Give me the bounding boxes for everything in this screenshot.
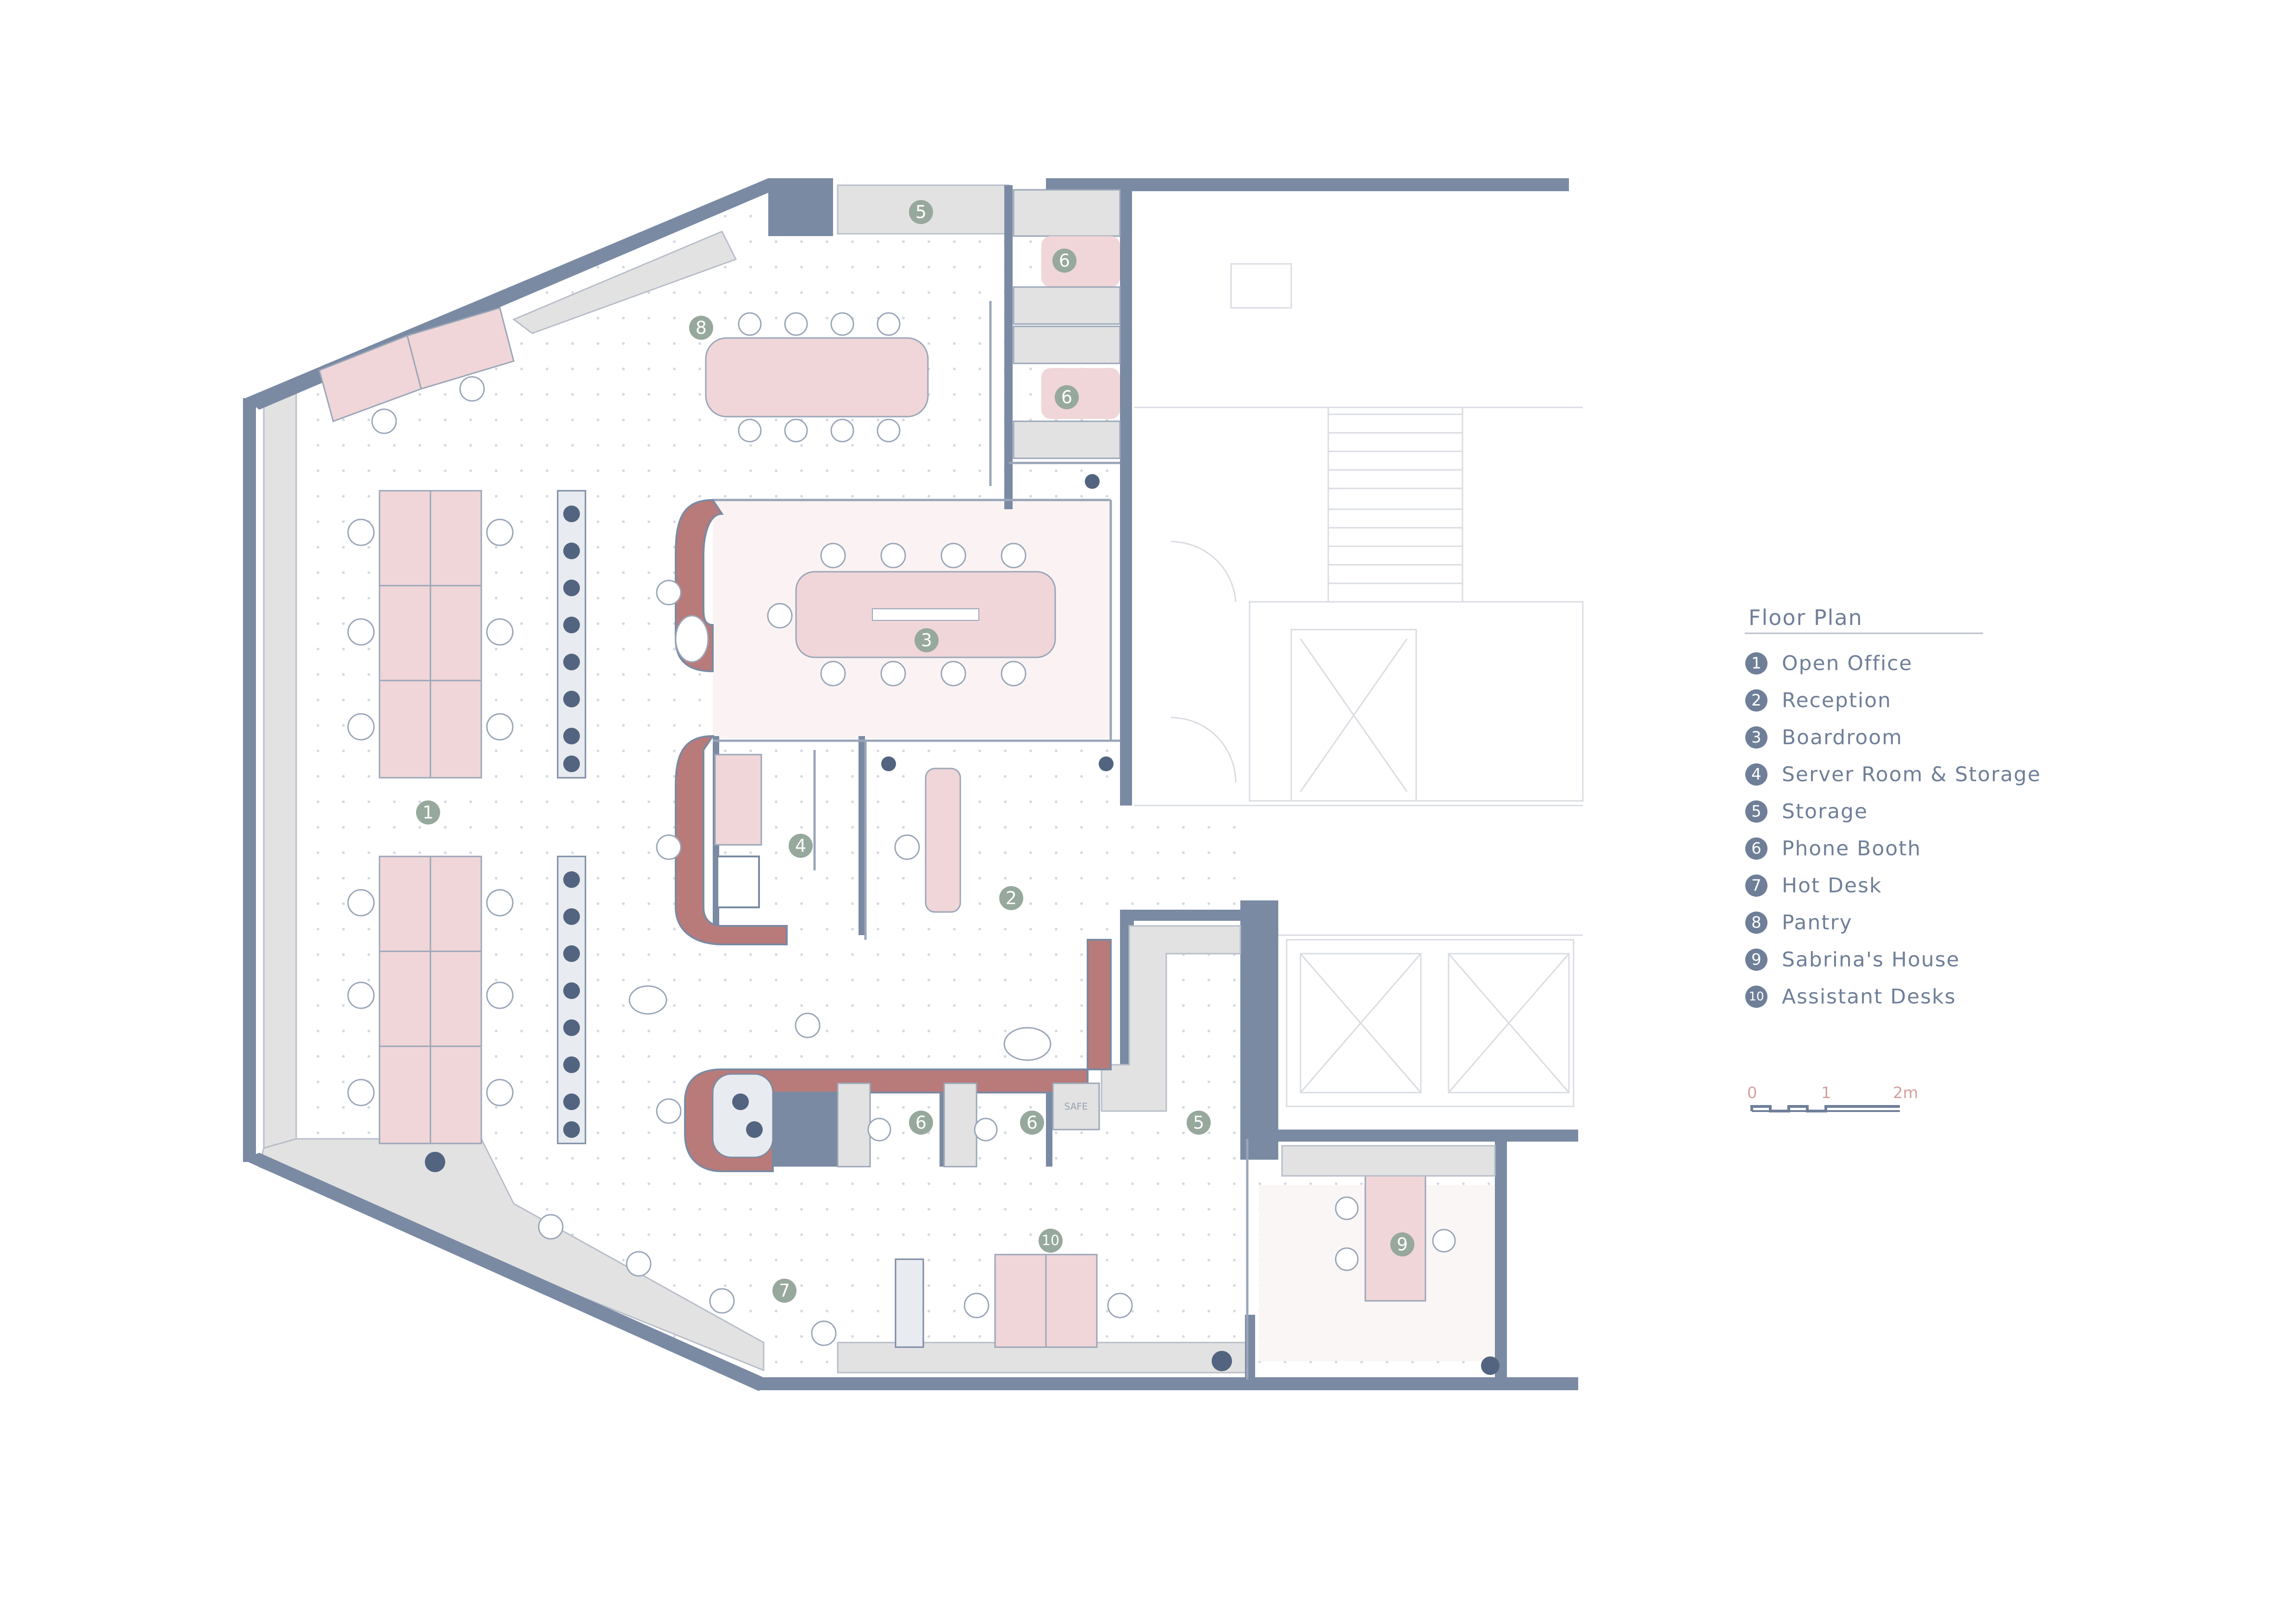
legend-title: Floor Plan xyxy=(1748,605,1863,630)
stairs xyxy=(1328,413,1462,584)
legend-num-7: 7 xyxy=(1751,876,1761,895)
pantry-table xyxy=(705,337,929,418)
room-label-boardroom: 3 xyxy=(921,630,932,650)
figures xyxy=(628,615,1052,1061)
phone-booths-bottom xyxy=(837,1082,1100,1168)
legend-num-6: 6 xyxy=(1751,839,1761,858)
room-label-storage-bottom: 5 xyxy=(1193,1112,1204,1133)
legend-num-8: 8 xyxy=(1751,913,1761,932)
pantry-kitchenette xyxy=(1281,1145,1496,1177)
room-label-phone-booth-c: 6 xyxy=(915,1112,927,1133)
legend-num-4: 4 xyxy=(1751,765,1761,784)
legend-num-2: 2 xyxy=(1751,691,1761,710)
legend-item-10: Assistant Desks xyxy=(1782,985,1956,1009)
room-label-sabrinas-house: 9 xyxy=(1397,1234,1408,1255)
room-label-storage-top: 5 xyxy=(915,202,927,222)
scale-tick-2m: 2m xyxy=(1893,1084,1918,1102)
legend-num-3: 3 xyxy=(1751,728,1761,747)
legend-num-5: 5 xyxy=(1751,802,1761,821)
legend-item-9: Sabrina's House xyxy=(1782,948,1960,972)
legend-num-10: 10 xyxy=(1748,990,1764,1004)
legend-item-2: Reception xyxy=(1782,689,1892,712)
room-label-pantry: 8 xyxy=(696,318,707,338)
partitions xyxy=(713,301,1249,1380)
boardroom-screen xyxy=(872,608,979,621)
chairs xyxy=(347,312,1456,1346)
storage-right xyxy=(1101,925,1241,1112)
scale-tick-1: 1 xyxy=(1821,1084,1831,1102)
open-office-desks xyxy=(318,307,515,1144)
legend-item-4: Server Room & Storage xyxy=(1782,763,2041,787)
legend-item-6: Phone Booth xyxy=(1782,837,1921,861)
legend-item-8: Pantry xyxy=(1782,911,1853,935)
building-core xyxy=(1134,263,1584,1107)
room-label-phone-booth-d: 6 xyxy=(1027,1112,1038,1133)
room-label-server-room: 4 xyxy=(795,836,806,856)
room-label-reception: 2 xyxy=(1006,888,1017,908)
room-label-phone-booth-a: 6 xyxy=(1059,250,1070,271)
legend-num-1: 1 xyxy=(1751,654,1761,673)
plant-icons xyxy=(425,474,1500,1375)
room-markers: 1 2 3 4 5 5 6 6 6 6 7 8 9 10 xyxy=(416,200,1414,1303)
server-unit xyxy=(716,856,760,908)
scale-tick-0: 0 xyxy=(1747,1084,1757,1102)
legend-item-7: Hot Desk xyxy=(1782,874,1882,898)
legend-item-1: Open Office xyxy=(1782,652,1913,675)
room-label-open-office: 1 xyxy=(423,802,434,823)
safe-label: SAFE xyxy=(1064,1101,1088,1112)
room-label-phone-booth-b: 6 xyxy=(1061,387,1072,407)
legend: Floor Plan 1 Open Office 2 Reception 3 B… xyxy=(1745,605,2041,1009)
room-label-hot-desk: 7 xyxy=(779,1280,790,1301)
legend-num-9: 9 xyxy=(1751,950,1761,969)
server-rack xyxy=(714,754,762,846)
reception-desk xyxy=(925,768,961,913)
scale-bar: 0 1 2m xyxy=(1747,1084,1918,1112)
legend-item-5: Storage xyxy=(1782,800,1868,824)
legend-item-3: Boardroom xyxy=(1782,726,1903,750)
room-label-assistant-desks: 10 xyxy=(1042,1233,1059,1249)
